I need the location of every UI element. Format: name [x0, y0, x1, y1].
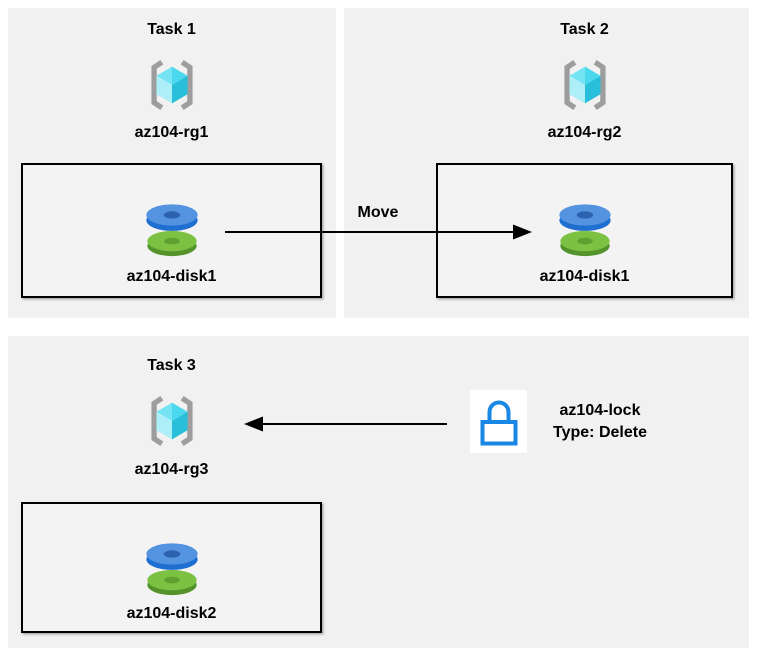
task2-column: Task 2 az104-rg2 az104-disk1 — [436, 8, 733, 298]
resource-group-icon — [141, 390, 203, 452]
disk-icon — [145, 204, 198, 257]
lock-name: az104-lock — [559, 402, 641, 419]
task2-panel: Task 2 az104-rg2 az104-disk1 — [344, 8, 749, 318]
task3-disk-label: az104-disk2 — [126, 605, 217, 622]
task3-panel: Task 3 az104-rg3 az104-disk2 — [8, 336, 749, 648]
task2-disk-box: az104-disk1 — [436, 163, 733, 298]
task3-rg-label: az104-rg3 — [134, 461, 209, 478]
task1-rg-label: az104-rg1 — [134, 124, 209, 141]
disk-icon — [558, 204, 611, 257]
lock-icon — [480, 400, 517, 445]
task2-rg-label: az104-rg2 — [547, 124, 622, 141]
task3-column: Task 3 az104-rg3 az104-disk2 — [21, 336, 322, 633]
task2-disk-label: az104-disk1 — [539, 268, 630, 285]
resource-group-icon — [554, 54, 616, 116]
lock-icon-box — [470, 390, 527, 453]
task1-panel: Task 1 az104-rg1 az104-disk1 — [8, 8, 336, 318]
task2-title: Task 2 — [560, 21, 609, 38]
task3-disk-box: az104-disk2 — [21, 502, 322, 633]
task1-disk-box: az104-disk1 — [21, 163, 322, 298]
move-arrow-label: Move — [357, 204, 399, 221]
lock-caption: az104-lock Type: Delete — [548, 400, 652, 444]
lock-type: Type: Delete — [553, 424, 647, 441]
disk-icon — [145, 543, 198, 596]
task1-title: Task 1 — [147, 21, 196, 38]
task3-title: Task 3 — [147, 357, 196, 374]
task1-disk-label: az104-disk1 — [126, 268, 217, 285]
resource-group-icon — [141, 54, 203, 116]
task1-column: Task 1 az104-rg1 az104-disk1 — [21, 8, 322, 298]
